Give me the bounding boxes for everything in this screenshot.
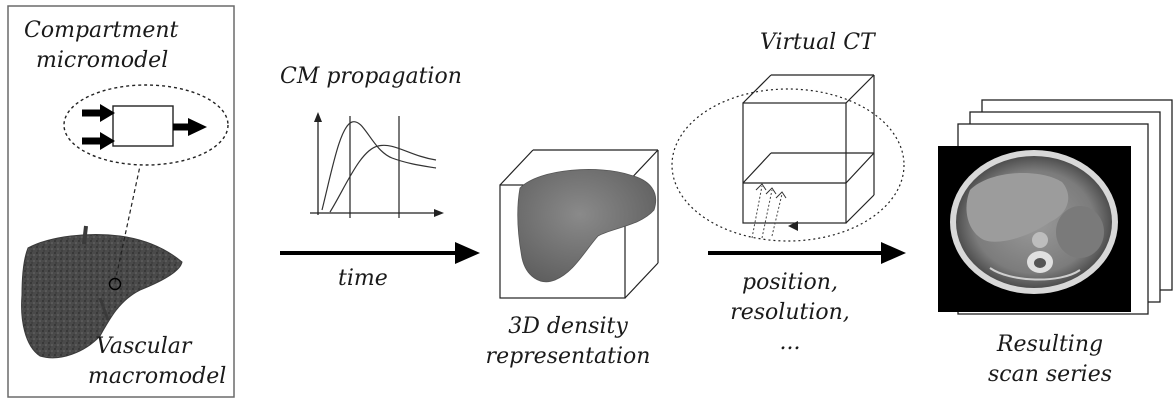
- ct-parameters-label: position, resolution, ...: [710, 268, 870, 358]
- density-cube-icon: [499, 149, 659, 299]
- compartment-line-1: Compartment: [24, 18, 179, 43]
- density-representation-label: 3D density representation: [478, 312, 658, 372]
- density-line-2: representation: [485, 344, 651, 369]
- result-line-1: Resulting: [996, 332, 1104, 357]
- ct-param-position: position,: [742, 270, 838, 295]
- compartment-line-2: micromodel: [36, 48, 169, 73]
- liver-vascular-icon: [21, 165, 183, 359]
- virtual-ct-label: Virtual CT: [760, 30, 875, 55]
- time-arrow: [280, 242, 480, 264]
- concentration-curve-icon: [310, 112, 444, 218]
- models-panel-frame: [7, 5, 235, 398]
- ct-param-ellipsis: ...: [779, 330, 801, 355]
- ct-param-resolution: resolution,: [730, 300, 850, 325]
- compartment-block-icon: [63, 84, 229, 166]
- ct-slice-stack-icon: [938, 99, 1173, 315]
- resulting-scan-series-label: Resulting scan series: [960, 330, 1140, 390]
- density-line-1: 3D density: [508, 314, 628, 339]
- vascular-line-2: macromodel: [88, 364, 227, 389]
- virtual-ct-cube-icon: [671, 74, 905, 242]
- ct-arrow: [708, 242, 906, 264]
- vascular-line-1: Vascular: [96, 334, 192, 359]
- time-label: time: [338, 266, 388, 291]
- vascular-macromodel-label: Vascular macromodel: [88, 332, 226, 392]
- compartment-micromodel-label: Compartment micromodel: [24, 16, 178, 76]
- cm-propagation-label: CM propagation: [280, 64, 462, 89]
- result-line-2: scan series: [987, 362, 1113, 387]
